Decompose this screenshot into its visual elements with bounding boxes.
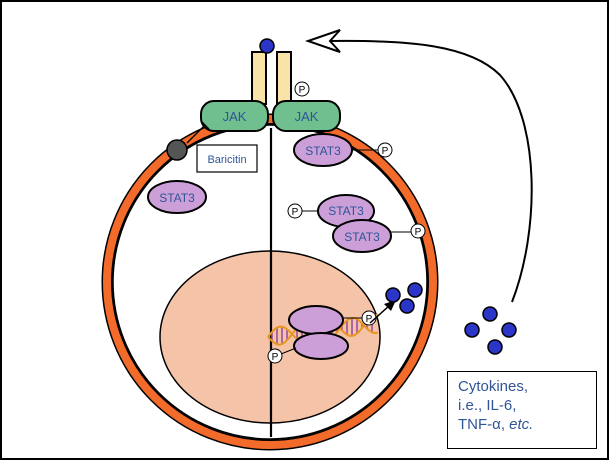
baricitin-label-box — [196, 144, 258, 173]
cytokines-line-3: TNF-α, etc. — [458, 415, 586, 434]
stat3-unphosphorylated — [147, 180, 207, 214]
cytokines-line-3-text: TNF-α, — [458, 416, 510, 433]
dimer-top-phosphate — [287, 203, 303, 219]
baricitin-molecule — [166, 139, 188, 161]
secreted-cytokine — [407, 282, 423, 298]
dna-bound-stat3-bottom — [293, 332, 349, 360]
jak-right — [272, 100, 341, 132]
dna-stat3-phosphate-right-label: P — [366, 314, 373, 325]
stat3-dimer-bottom — [332, 219, 392, 253]
inhibition-line — [186, 125, 205, 144]
bound-cytokine — [259, 38, 275, 54]
cytokines-label-box: Cytokines, i.e., IL-6, TNF-α, etc. — [447, 371, 597, 449]
dna-bound-stat3-top — [288, 305, 344, 335]
extracellular-cytokine — [501, 322, 517, 338]
dna-stat3-phosphate-left — [267, 348, 283, 364]
extracellular-cytokine — [482, 306, 498, 322]
extracellular-cytokine — [487, 339, 503, 355]
stat3-unphosphorylated-label: STAT3 — [159, 191, 195, 205]
receptor-phosphate-label: P — [299, 85, 306, 96]
feedback-arrow — [329, 39, 533, 303]
cell-membrane — [103, 115, 437, 449]
secreted-cytokine — [399, 298, 415, 314]
cytokines-line-3-italic: etc. — [509, 416, 534, 433]
stat3-phosphate-label: P — [382, 146, 389, 157]
dna-stat3-phosphate-left-bond — [280, 347, 297, 355]
stat3-dimer-bottom-label: STAT3 — [344, 230, 380, 244]
secreted-cytokine — [385, 287, 401, 303]
secretion-arrow — [369, 304, 391, 324]
stat3-phosphate — [377, 142, 393, 158]
receptor-phosphate — [294, 81, 310, 97]
jak-right-label: JAK — [295, 109, 319, 124]
receptor-right-chain — [276, 51, 292, 105]
baricitin-label: Baricitin — [207, 154, 246, 166]
cytokines-line-2: i.e., IL-6, — [458, 397, 517, 414]
stat3-phosphorylated-label: STAT3 — [305, 144, 341, 158]
dimer-bottom-phosphate-label: P — [415, 227, 422, 238]
extracellular-cytokine — [464, 322, 480, 338]
dna-stat3-phosphate-left-label: P — [272, 352, 279, 363]
inhibition-bar — [200, 120, 210, 130]
receptor-left-chain — [251, 51, 267, 105]
dimer-top-phosphate-label: P — [292, 207, 299, 218]
jak-left — [200, 100, 269, 132]
stat3-dimer-top-label: STAT3 — [328, 204, 364, 218]
cytokines-line-1: Cytokines, — [458, 378, 529, 395]
jak-left-label: JAK — [223, 109, 247, 124]
dimer-bottom-phosphate — [410, 223, 426, 239]
feedback-arrowhead — [304, 29, 341, 53]
